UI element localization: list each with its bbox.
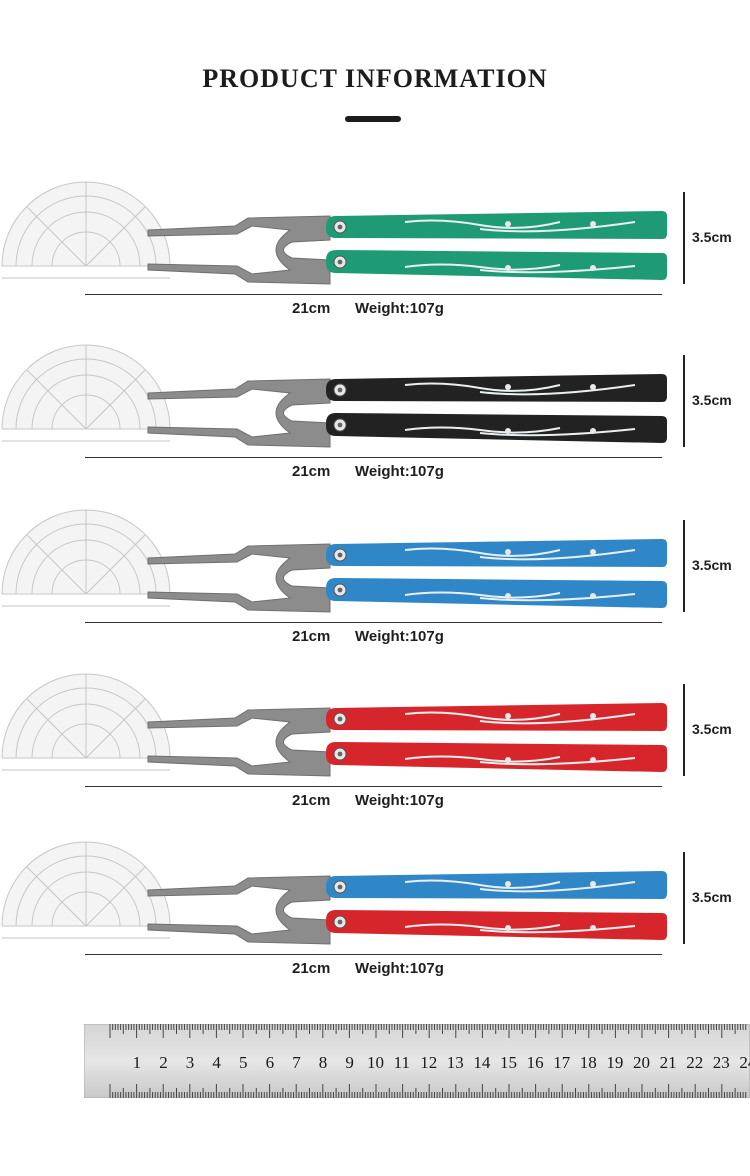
ruler-number: 24: [739, 1053, 750, 1072]
ruler-image: 123456789101112131415161718192021222324: [83, 1023, 750, 1099]
ruler-number: 21: [660, 1053, 677, 1072]
ruler-number: 5: [239, 1053, 248, 1072]
length-label: 21cm: [292, 960, 331, 977]
protractor-icon: [1, 181, 171, 279]
ruler-number: 20: [633, 1053, 650, 1072]
knife-illustration: [1, 344, 667, 448]
width-label: 3.5cm: [692, 557, 732, 573]
ruler-number: 11: [394, 1053, 410, 1072]
blade-trainer: [147, 875, 331, 945]
product-variant-5: 21cm Weight:107g 3.5cm: [0, 838, 750, 988]
ruler-number: 12: [420, 1053, 437, 1072]
length-label: 21cm: [292, 628, 331, 645]
protractor-icon: [1, 673, 171, 771]
protractor-icon: [1, 841, 171, 939]
handle-top: [326, 374, 667, 402]
knife-illustration: [1, 673, 667, 777]
ruler-number: 4: [212, 1053, 221, 1072]
weight-label: Weight:107g: [355, 792, 444, 809]
ruler-number: 22: [686, 1053, 703, 1072]
length-label: 21cm: [292, 300, 331, 317]
ruler-number: 18: [580, 1053, 597, 1072]
handle-top: [326, 539, 667, 567]
handle-bottom: [326, 250, 667, 280]
width-label: 3.5cm: [692, 721, 732, 737]
width-dimension-bracket: [683, 684, 685, 776]
product-variant-2: 21cm Weight:107g 3.5cm: [0, 341, 750, 491]
product-variant-4: 21cm Weight:107g 3.5cm: [0, 670, 750, 820]
knife-illustration: [1, 509, 667, 613]
blade-trainer: [147, 378, 331, 448]
ruler-number: 19: [606, 1053, 623, 1072]
ruler-number: 17: [553, 1053, 571, 1072]
width-dimension-bracket: [683, 355, 685, 447]
length-label: 21cm: [292, 792, 331, 809]
ruler-number: 10: [367, 1053, 384, 1072]
weight-label: Weight:107g: [355, 960, 444, 977]
length-dimension-line: [85, 622, 662, 623]
length-dimension-line: [85, 457, 662, 458]
handle-bottom: [326, 413, 667, 443]
width-dimension-bracket: [683, 520, 685, 612]
product-variant-3: 21cm Weight:107g 3.5cm: [0, 506, 750, 656]
handle-top: [326, 871, 667, 899]
length-dimension-line: [85, 954, 662, 955]
length-dimension-line: [85, 786, 662, 787]
blade-trainer: [147, 707, 331, 777]
ruler-number: 14: [473, 1053, 491, 1072]
ruler-number: 23: [713, 1053, 730, 1072]
ruler-number: 3: [186, 1053, 195, 1072]
handle-bottom: [326, 578, 667, 608]
page-title: PRODUCT INFORMATION: [202, 64, 548, 93]
length-dimension-line: [85, 294, 662, 295]
handle-bottom: [326, 910, 667, 940]
protractor-icon: [1, 344, 171, 442]
weight-label: Weight:107g: [355, 628, 444, 645]
knife-illustration: [1, 181, 667, 285]
ruler-number: 16: [527, 1053, 544, 1072]
protractor-icon: [1, 509, 171, 607]
ruler-number: 7: [292, 1053, 301, 1072]
handle-bottom: [326, 742, 667, 772]
blade-trainer: [147, 215, 331, 285]
product-variant-1: 21cm Weight:107g 3.5cm: [0, 178, 750, 328]
weight-label: Weight:107g: [355, 300, 444, 317]
ruler-number: 1: [133, 1053, 142, 1072]
width-label: 3.5cm: [692, 229, 732, 245]
width-label: 3.5cm: [692, 889, 732, 905]
ruler-number: 9: [345, 1053, 354, 1072]
ruler-icon: 123456789101112131415161718192021222324: [83, 1023, 750, 1099]
ruler-number: 6: [266, 1053, 275, 1072]
blade-trainer: [147, 543, 331, 613]
knife-illustration: [1, 841, 667, 945]
ruler-number: 15: [500, 1053, 517, 1072]
width-dimension-bracket: [683, 852, 685, 944]
length-label: 21cm: [292, 463, 331, 480]
width-dimension-bracket: [683, 192, 685, 284]
title-underline: [345, 116, 401, 122]
ruler-number: 8: [319, 1053, 328, 1072]
ruler-number: 2: [159, 1053, 168, 1072]
handle-top: [326, 211, 667, 239]
ruler-number: 13: [447, 1053, 464, 1072]
width-label: 3.5cm: [692, 392, 732, 408]
weight-label: Weight:107g: [355, 463, 444, 480]
handle-top: [326, 703, 667, 731]
